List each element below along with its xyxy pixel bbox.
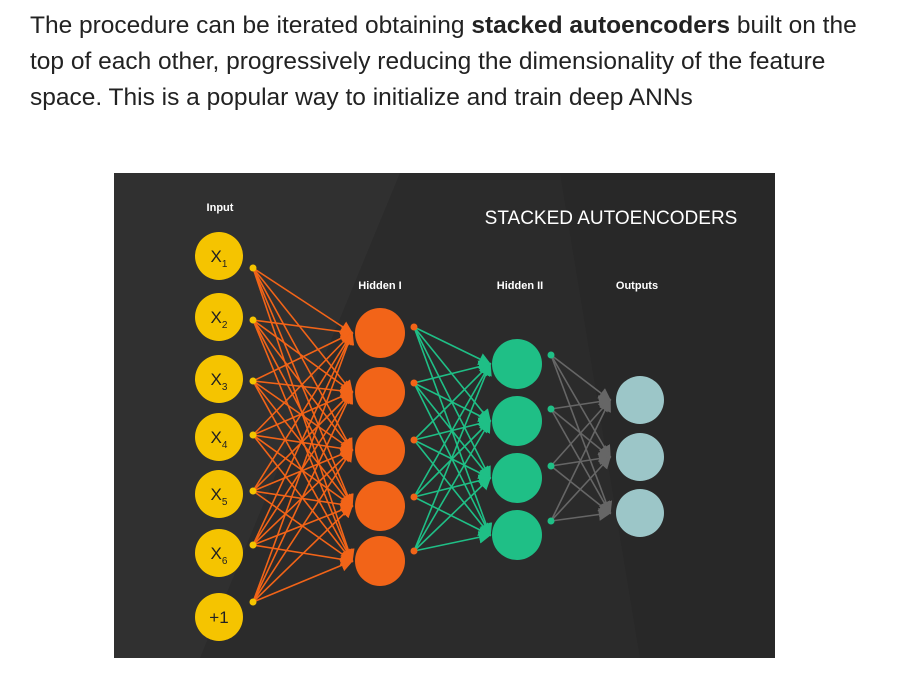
neuron-node bbox=[355, 481, 405, 531]
connection-edge bbox=[413, 360, 492, 384]
connection-edge bbox=[413, 476, 492, 552]
slide-paragraph: The procedure can be iterated obtaining … bbox=[30, 8, 890, 116]
connection-dot bbox=[249, 316, 257, 324]
connection-dot bbox=[410, 547, 418, 555]
connection-edge bbox=[252, 267, 353, 394]
connection-dot bbox=[410, 323, 418, 331]
connection-edge bbox=[413, 326, 492, 365]
connection-dot bbox=[249, 487, 257, 495]
connection-dot bbox=[249, 431, 257, 439]
neuron-node bbox=[355, 536, 405, 586]
connection-edge bbox=[252, 380, 354, 398]
connection-dot bbox=[249, 541, 257, 549]
connection-edge bbox=[413, 531, 492, 552]
paragraph-text-end: built on the top of each other, progress… bbox=[30, 12, 857, 111]
diagram-title: STACKED AUTOENCODERS bbox=[485, 208, 738, 229]
connection-edge bbox=[252, 380, 354, 451]
connection-dot bbox=[410, 436, 418, 444]
connection-dot bbox=[547, 405, 555, 413]
connection-edge bbox=[252, 267, 353, 452]
neuron-node bbox=[492, 510, 542, 560]
connection-dot bbox=[249, 377, 257, 385]
connection-edge bbox=[252, 380, 353, 508]
neuron-node bbox=[616, 376, 664, 424]
connection-edge bbox=[550, 398, 612, 467]
connection-dot bbox=[249, 264, 257, 272]
neuron-node bbox=[195, 413, 243, 461]
paragraph-text: The procedure can be iterated obtaining bbox=[30, 12, 472, 39]
neuron-node bbox=[616, 489, 664, 537]
neuron-node bbox=[195, 232, 243, 280]
neuron-node bbox=[492, 339, 542, 389]
connection-edge bbox=[550, 508, 612, 522]
connection-edge bbox=[252, 559, 354, 603]
connection-edge bbox=[252, 331, 354, 436]
neuron-node bbox=[355, 367, 405, 417]
neuron-node bbox=[355, 308, 405, 358]
connection-edge bbox=[413, 362, 491, 498]
connection-edge bbox=[413, 362, 492, 441]
connection-edge bbox=[413, 496, 492, 536]
layer-label: Hidden II bbox=[497, 280, 543, 292]
connection-edge bbox=[252, 267, 354, 334]
connection-dot bbox=[410, 493, 418, 501]
neuron-node bbox=[492, 453, 542, 503]
connection-dot bbox=[547, 351, 555, 359]
connection-edge bbox=[550, 455, 612, 522]
connection-edge bbox=[252, 390, 354, 603]
neuron-node bbox=[355, 425, 405, 475]
connection-dot bbox=[249, 598, 257, 606]
connection-edge bbox=[252, 331, 355, 603]
neuron-node bbox=[492, 396, 542, 446]
neuron-node bbox=[195, 470, 243, 518]
connection-edge bbox=[550, 354, 612, 401]
connection-edge bbox=[252, 319, 354, 338]
layer-label: Input bbox=[207, 202, 234, 214]
neuron-node bbox=[195, 355, 243, 403]
layer-label: Hidden I bbox=[358, 280, 401, 292]
connection-edge bbox=[413, 362, 492, 552]
paragraph-bold-term: stacked autoencoders bbox=[471, 12, 731, 39]
connection-dot bbox=[410, 379, 418, 387]
connection-dot bbox=[547, 517, 555, 525]
connection-dot bbox=[547, 462, 555, 470]
neuron-node bbox=[195, 593, 243, 641]
neuron-node bbox=[616, 433, 664, 481]
connection-edge bbox=[252, 390, 354, 492]
connection-edge bbox=[550, 354, 611, 459]
neuron-node bbox=[195, 529, 243, 577]
connection-edge bbox=[252, 331, 353, 492]
connection-edge bbox=[252, 504, 354, 603]
layer-label: Outputs bbox=[616, 280, 658, 292]
network-diagram-svg: STACKED AUTOENCODERS InputX1X2X3X4X5X6+1… bbox=[114, 173, 775, 658]
connection-edge bbox=[413, 419, 491, 552]
neuron-label: +1 bbox=[209, 608, 228, 627]
connection-edge bbox=[252, 448, 353, 603]
connection-edge bbox=[252, 448, 354, 492]
connection-edge bbox=[550, 398, 611, 522]
neuron-node bbox=[195, 293, 243, 341]
connection-edge bbox=[252, 332, 354, 382]
connection-edge bbox=[252, 331, 354, 546]
